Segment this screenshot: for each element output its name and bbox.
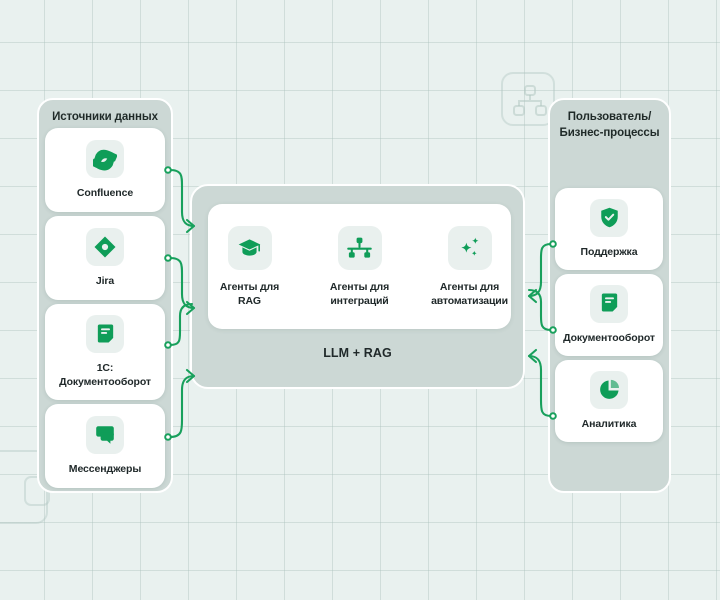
source-card-label-line2: Документооборот — [59, 375, 151, 388]
agent-label-line2: автоматизации — [431, 294, 508, 307]
agent-label-line1: Агенты для — [439, 281, 500, 293]
document-icon — [590, 284, 628, 323]
source-card-label: Confluence — [76, 186, 134, 199]
document-icon — [86, 315, 124, 354]
agent-label-line1: Агенты для — [219, 281, 280, 293]
source-card-messengers[interactable]: Мессенджеры — [45, 404, 165, 488]
consumer-card-docflow[interactable]: Документооборот — [555, 274, 663, 356]
consumer-card-label: Документооборот — [563, 331, 655, 344]
source-card-label: Jira — [95, 274, 115, 287]
agents-container: Агенты для RAG Агенты для интеграций — [208, 204, 511, 329]
consumer-card-label: Поддержка — [580, 245, 638, 258]
agent-label-line1: Агенты для — [329, 281, 390, 293]
agent-rag[interactable]: Агенты для RAG — [211, 226, 289, 308]
source-card-label: Мессенджеры — [68, 462, 142, 475]
agent-label: Агенты для RAG — [220, 281, 279, 308]
consumer-card-label: Аналитика — [581, 417, 637, 430]
graduation-cap-icon — [227, 226, 272, 270]
source-card-label-line1: 1C: — [96, 362, 114, 375]
source-card-1c[interactable]: 1C: Документооборот — [45, 304, 165, 400]
pie-chart-icon — [590, 370, 628, 409]
shield-check-icon — [590, 198, 628, 237]
source-card-confluence[interactable]: Confluence — [45, 128, 165, 212]
sparkles-icon — [447, 226, 492, 270]
agent-label-line2: RAG — [238, 294, 261, 307]
consumer-card-support[interactable]: Поддержка — [555, 188, 663, 270]
agent-label: Агенты для интеграций — [330, 281, 389, 308]
background-hierarchy-icon — [501, 72, 555, 126]
sources-panel-title: Источники данных — [52, 111, 158, 123]
source-card-jira[interactable]: Jira — [45, 216, 165, 300]
agent-label: Агенты для автоматизации — [431, 281, 508, 308]
agent-integrations[interactable]: Агенты для интеграций — [321, 226, 399, 308]
consumers-panel-title-line1: Пользователь/ — [567, 111, 652, 123]
source-card-label: 1C: Документооборот — [55, 362, 155, 389]
agent-automation[interactable]: Агенты для автоматизации — [431, 226, 509, 308]
agent-label-line2: интеграций — [330, 294, 389, 307]
consumer-card-analytics[interactable]: Аналитика — [555, 360, 663, 442]
consumers-panel-title-line2: Бизнес-процессы — [559, 126, 660, 139]
central-hub-panel: Агенты для RAG Агенты для интеграций — [190, 184, 525, 389]
hub-footer-label: LLM + RAG — [323, 346, 392, 360]
consumers-panel-title: Пользователь/ Бизнес-процессы — [550, 110, 669, 141]
confluence-icon — [86, 139, 124, 178]
chat-bubbles-icon — [86, 415, 124, 454]
hierarchy-icon — [337, 226, 382, 270]
jira-icon — [86, 227, 124, 266]
